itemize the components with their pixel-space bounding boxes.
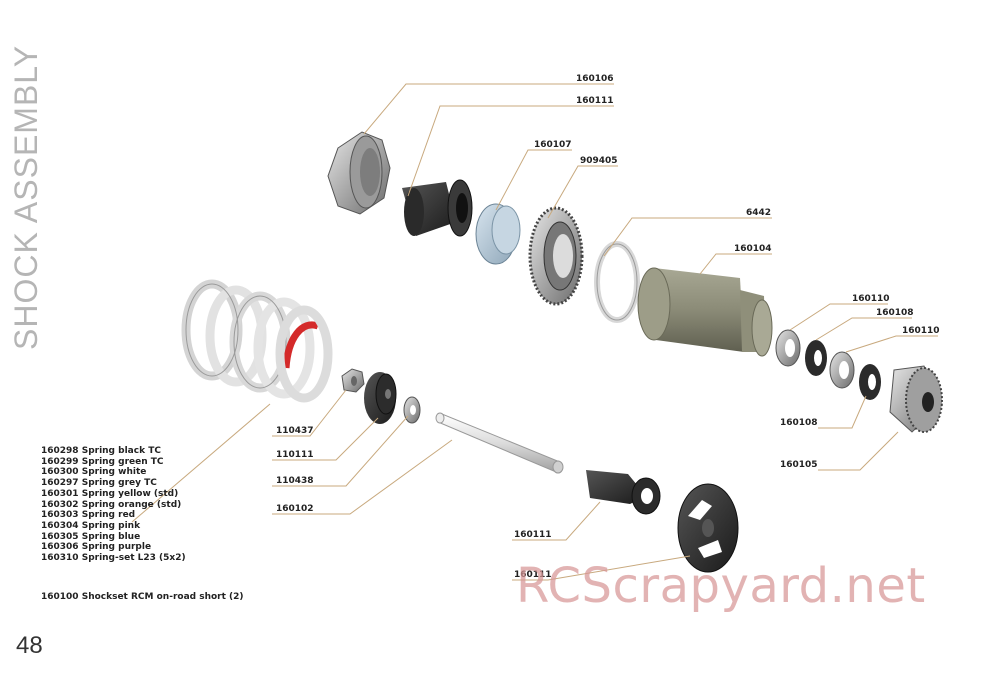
- callout-160105: 160105: [780, 460, 818, 470]
- part-160105-bottom-cap: [889, 365, 943, 433]
- callout-160104: 160104: [734, 244, 772, 254]
- leader-lines: [131, 83, 938, 581]
- part-909405-knurled-nut: [528, 206, 584, 306]
- part-110437-nut: [341, 368, 365, 393]
- spring-list-item: 160299 Spring green TC: [41, 456, 164, 467]
- callout-160108-b: 160108: [780, 418, 818, 428]
- callout-160110-b: 160110: [902, 326, 940, 336]
- part-160104-cylinder: [637, 267, 773, 357]
- callout-110111: 110111: [276, 450, 314, 460]
- spring-list: 160298 Spring black TC 160299 Spring gre…: [41, 446, 186, 564]
- callout-110437: 110437: [276, 426, 314, 436]
- part-110438-washer: [403, 396, 421, 424]
- spring-list-item: 160303 Spring red: [41, 510, 136, 521]
- part-160102-shaft: [435, 412, 564, 474]
- callout-160102: 160102: [276, 504, 314, 514]
- spring-list-item: 160304 Spring pink: [41, 520, 141, 531]
- spring-list-item: 160301 Spring yellow (std): [41, 488, 179, 499]
- part-6442-o-ring: [594, 241, 640, 323]
- spring-list-item: 160305 Spring blue: [41, 531, 141, 542]
- part-160110-washer-b: [829, 351, 855, 389]
- callout-160110-a: 160110: [852, 294, 890, 304]
- spring-list-item: 160298 Spring black TC: [41, 446, 161, 456]
- spring-list-item: 160300 Spring white: [41, 467, 147, 478]
- spring-list-item: 160302 Spring orange (std): [41, 499, 182, 510]
- page-number: 48: [16, 632, 43, 659]
- part-160111-top-cup: [402, 179, 473, 237]
- callout-160111-top: 160111: [576, 96, 614, 106]
- part-160107-bushing: [475, 203, 521, 265]
- callout-160106: 160106: [576, 74, 614, 84]
- part-spring: [181, 279, 333, 403]
- shockset-label: 160100 Shockset RCM on-road short (2): [41, 592, 244, 602]
- part-160108-oring-a: [805, 340, 827, 376]
- callout-160108-a: 160108: [876, 308, 914, 318]
- part-160108-oring-b: [859, 364, 881, 400]
- part-110111-piston: [364, 372, 397, 424]
- callout-6442: 6442: [746, 208, 771, 218]
- callout-160111-mid: 160111: [514, 530, 552, 540]
- callout-160111-bottom: 160111: [514, 570, 552, 580]
- part-160110-washer-a: [775, 329, 801, 367]
- callout-110438: 110438: [276, 476, 314, 486]
- part-160111-spring-cup: [677, 483, 739, 573]
- part-160111-lower-cup: [586, 470, 661, 515]
- part-160106-cap: [327, 131, 391, 215]
- spring-list-item: 160310 Spring-set L23 (5x2): [41, 553, 186, 564]
- spring-list-item: 160297 Spring grey TC: [41, 478, 157, 489]
- watermark: RCScrapyard.net: [516, 558, 926, 614]
- spring-list-item: 160306 Spring purple: [41, 542, 152, 553]
- callout-909405: 909405: [580, 156, 618, 166]
- callout-160107: 160107: [534, 140, 572, 150]
